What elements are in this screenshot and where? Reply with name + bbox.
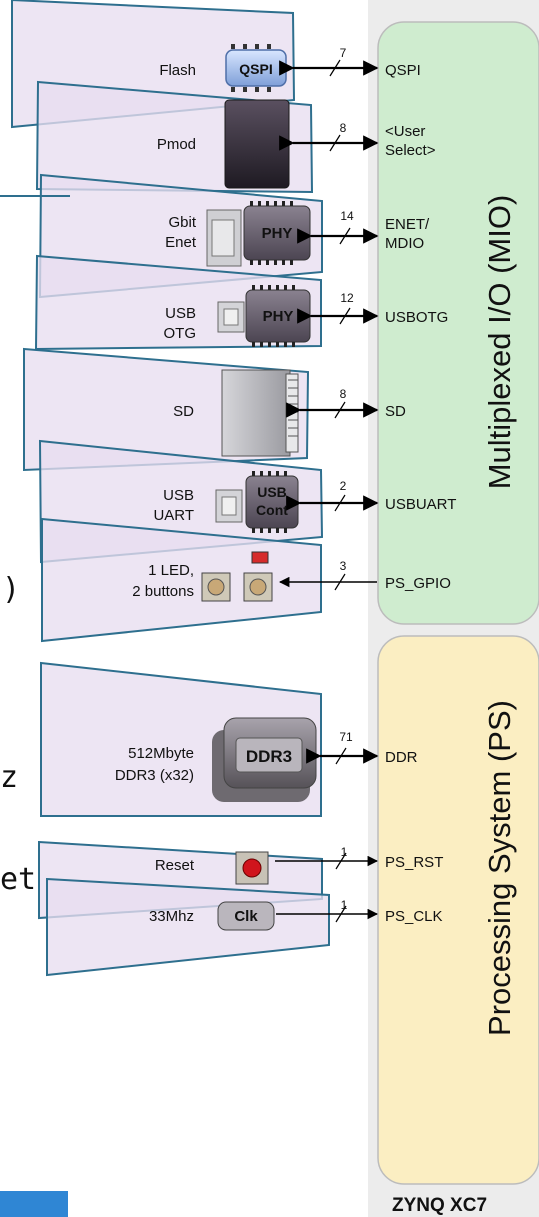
bus-width-gpio: 3 <box>340 559 347 573</box>
row-usbuart: USB UART USB Cont 2 USBUART <box>153 471 456 533</box>
bus-width-usbuart: 2 <box>340 479 347 493</box>
usb-port-icon <box>215 489 243 523</box>
overlay-band-clk <box>46 877 330 977</box>
chip-label-phy-usbotg: PHY <box>263 308 294 325</box>
chip-label-usb-cont-1: USB <box>257 484 287 500</box>
left-fragment-2: z <box>0 760 18 795</box>
row-enet: Gbit Enet PHY 14 ENET/ MDIO <box>165 201 430 267</box>
zynq-chip-label: ZYNQ XC7 <box>392 1195 487 1216</box>
bus-width-sd: 8 <box>340 387 347 401</box>
mio-title: Multiplexed I/O (MIO) <box>482 195 517 490</box>
reset-button-icon <box>235 851 269 885</box>
ps-title: Processing System (PS) <box>482 700 517 1036</box>
signal-label-ddr: DDR <box>385 749 418 766</box>
bus-width-ddr: 71 <box>339 730 353 744</box>
device-label-pmod: Pmod <box>157 136 196 153</box>
qspi-chip-icon <box>225 44 287 92</box>
chip-label-ddr3: DDR3 <box>246 747 292 766</box>
device-label-sd: SD <box>173 403 194 420</box>
signal-label-qspi: QSPI <box>385 62 421 79</box>
device-label-usbotg-1: USB <box>165 305 196 322</box>
device-label-clock: 33Mhz <box>149 908 194 925</box>
ddr3-memory-chip-icon <box>212 717 317 802</box>
row-ddr: 512Mbyte DDR3 (x32) DDR3 71 DDR <box>115 717 418 802</box>
device-label-usbuart-1: USB <box>163 487 194 504</box>
device-label-reset: Reset <box>155 857 195 874</box>
chip-label-phy-enet: PHY <box>262 225 293 242</box>
row-pmod: Pmod 8 <User Select> <box>157 99 436 189</box>
pmod-connector-icon <box>224 99 290 189</box>
signal-label-pmod-1: <User <box>385 123 425 140</box>
bus-width-enet: 14 <box>340 209 354 223</box>
bus-width-reset: 1 <box>341 845 348 859</box>
bus-width-qspi: 7 <box>340 46 347 60</box>
phy-chip-icon <box>245 285 311 347</box>
device-label-flash: Flash <box>159 62 196 79</box>
device-label-ddr-2: DDR3 (x32) <box>115 767 194 784</box>
row-clock: 33Mhz Clk 1 PS_CLK <box>149 898 443 931</box>
push-button-icon <box>243 572 273 602</box>
row-usbotg: USB OTG PHY 12 USBOTG <box>164 285 448 347</box>
left-fragment-1: ) <box>2 572 20 607</box>
usb-port-icon <box>217 301 245 333</box>
signal-label-usbuart: USBUART <box>385 496 456 513</box>
row-sd: SD 8 SD <box>173 369 406 457</box>
accent-bar <box>0 1191 68 1217</box>
clock-oscillator-icon <box>217 901 275 931</box>
device-label-usbotg-2: OTG <box>164 325 197 342</box>
usb-controller-chip-icon <box>245 471 299 533</box>
ethernet-jack-icon <box>206 209 242 267</box>
push-button-icon <box>201 572 231 602</box>
device-label-usbuart-2: UART <box>153 507 194 524</box>
row-gpio: 1 LED, 2 buttons 3 PS_GPIO <box>132 551 451 602</box>
chip-label-usb-cont-2: Cont <box>256 502 288 518</box>
device-label-ddr-1: 512Mbyte <box>128 745 194 762</box>
bus-width-usbotg: 12 <box>340 291 354 305</box>
bus-width-clock: 1 <box>341 898 348 912</box>
signal-label-usbotg: USBOTG <box>385 309 448 326</box>
left-fragment-3: et <box>0 862 36 897</box>
signal-label-clock: PS_CLK <box>385 908 443 925</box>
signal-label-pmod-2: Select> <box>385 142 436 159</box>
device-label-gpio-1: 1 LED, <box>148 562 194 579</box>
row-flash: Flash QSPI 7 QSPI <box>159 44 421 92</box>
chip-label-qspi: QSPI <box>239 61 272 77</box>
chip-label-clk: Clk <box>234 908 258 925</box>
signal-label-enet-2: MDIO <box>385 235 424 252</box>
signal-label-enet-1: ENET/ <box>385 216 430 233</box>
device-label-enet-1: Gbit <box>168 214 196 231</box>
device-label-enet-2: Enet <box>165 234 197 251</box>
signal-label-gpio: PS_GPIO <box>385 575 451 592</box>
bus-width-pmod: 8 <box>340 121 347 135</box>
signal-label-sd: SD <box>385 403 406 420</box>
sd-card-slot-icon <box>221 369 299 457</box>
led-icon <box>251 551 269 564</box>
row-reset: Reset 1 PS_RST <box>155 845 443 885</box>
signal-label-reset: PS_RST <box>385 854 443 871</box>
overlay-band-gpio <box>41 517 322 643</box>
device-label-gpio-2: 2 buttons <box>132 583 194 600</box>
